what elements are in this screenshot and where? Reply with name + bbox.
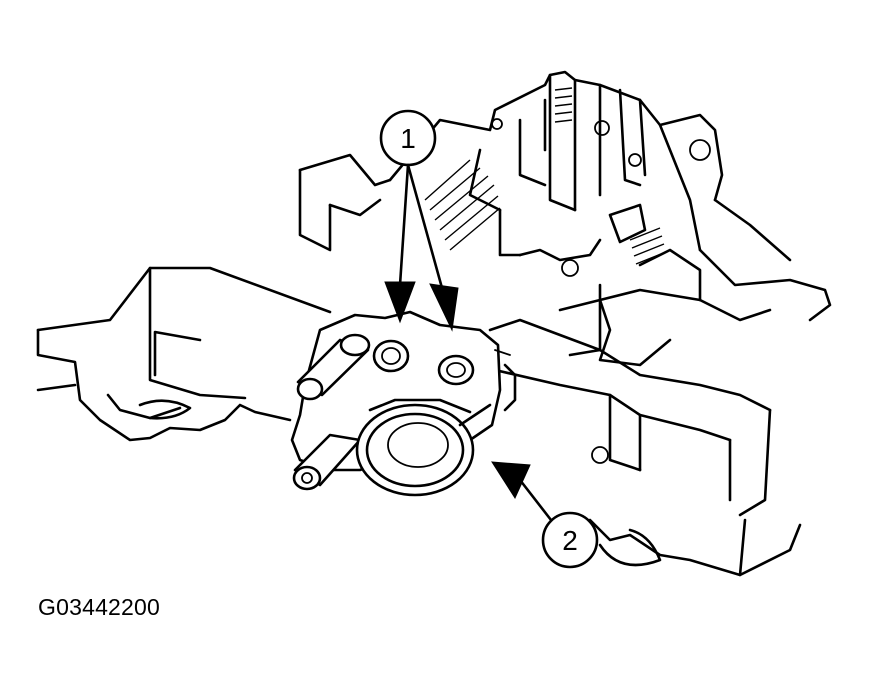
callout-2-number: 2 — [562, 525, 578, 556]
figure-id-label: G03442200 — [38, 594, 161, 620]
housing-assembly — [290, 310, 517, 497]
lower-right-frame — [488, 283, 802, 577]
arrowhead-1b — [429, 283, 459, 332]
callout-2: 2 — [491, 461, 599, 569]
arrowhead-2 — [491, 461, 531, 500]
arrowhead-1a — [384, 281, 416, 324]
callout-1: 1 — [379, 109, 459, 332]
valve-body — [298, 70, 832, 367]
callout-1-number: 1 — [400, 123, 416, 154]
lower-frame — [36, 266, 332, 442]
